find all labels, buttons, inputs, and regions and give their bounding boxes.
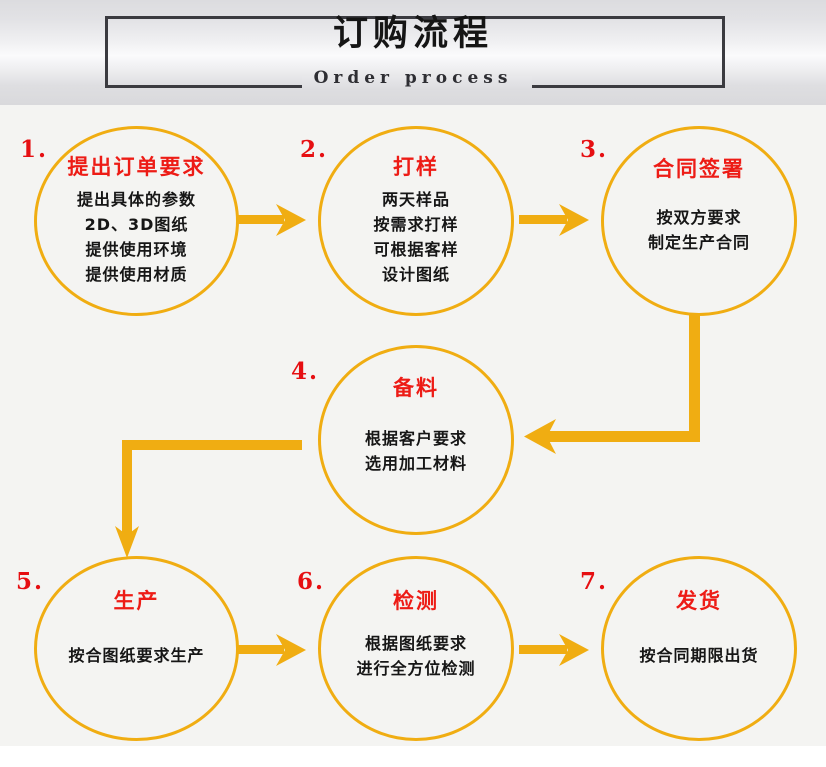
step-body-line: 按合图纸要求生产 <box>68 646 205 665</box>
step-body-line: 提出具体的参数 <box>76 190 196 209</box>
step-body-line: 制定生产合同 <box>647 233 750 252</box>
step-body-line: 选用加工材料 <box>364 454 467 473</box>
step-body-line: 2D、3D图纸 <box>84 215 189 234</box>
arrow-step6-to-step7 <box>519 634 589 666</box>
step-body-6: 根据图纸要求 进行全方位检测 <box>356 631 475 681</box>
step-body-line: 按双方要求 <box>656 208 742 227</box>
step-node-4[interactable]: 备料 根据客户要求 选用加工材料 <box>318 345 514 535</box>
page-subtitle: Order process <box>313 68 513 88</box>
step-body-line: 进行全方位检测 <box>356 659 476 678</box>
step-node-1[interactable]: 提出订单要求 提出具体的参数 2D、3D图纸 提供使用环境 提供使用材质 <box>34 126 239 316</box>
step-title-2: 打样 <box>393 155 439 179</box>
step-body-line: 提供使用环境 <box>85 240 188 259</box>
step-title-6: 检测 <box>393 589 439 613</box>
step-body-2: 两天样品 按需求打样 可根据客样 设计图纸 <box>373 187 458 287</box>
step-body-4: 根据客户要求 选用加工材料 <box>365 426 467 476</box>
arrow-step4-to-step5 <box>115 440 302 558</box>
step-node-3[interactable]: 合同签署 按双方要求 制定生产合同 <box>601 126 797 316</box>
step-body-line: 提供使用材质 <box>85 265 188 284</box>
step-number-2: 2. <box>300 136 329 163</box>
step-body-3: 按双方要求 制定生产合同 <box>648 205 750 255</box>
step-body-line: 两天样品 <box>381 190 450 209</box>
arrow-step1-to-step2 <box>236 204 306 236</box>
step-title-5: 生产 <box>113 589 160 613</box>
step-number-7: 7. <box>580 568 609 595</box>
step-title-1: 提出订单要求 <box>67 155 206 179</box>
step-number-4: 4. <box>291 358 320 385</box>
step-title-7: 发货 <box>676 589 722 613</box>
arrow-step5-to-step6 <box>236 634 306 666</box>
step-number-1: 1. <box>20 136 49 163</box>
step-number-5: 5. <box>16 568 45 595</box>
step-body-line: 可根据客样 <box>373 240 459 259</box>
header-frame-gap <box>302 76 532 90</box>
page-title: 订购流程 <box>332 14 493 54</box>
step-node-6[interactable]: 检测 根据图纸要求 进行全方位检测 <box>318 556 514 741</box>
step-node-7[interactable]: 发货 按合同期限出货 <box>601 556 797 741</box>
step-number-6: 6. <box>297 568 326 595</box>
step-body-5: 按合图纸要求生产 <box>68 643 204 668</box>
header-band: 订购流程 Order process <box>0 0 826 105</box>
step-body-line: 按合同期限出货 <box>639 646 759 665</box>
step-title-3: 合同签署 <box>653 157 745 181</box>
step-body-line: 按需求打样 <box>373 215 459 234</box>
step-body-7: 按合同期限出货 <box>639 643 758 668</box>
step-body-1: 提出具体的参数 2D、3D图纸 提供使用环境 提供使用材质 <box>77 187 196 287</box>
arrow-step2-to-step3 <box>519 204 589 236</box>
step-body-line: 设计图纸 <box>381 265 450 284</box>
step-node-2[interactable]: 打样 两天样品 按需求打样 可根据客样 设计图纸 <box>318 126 514 316</box>
step-number-3: 3. <box>580 136 609 163</box>
step-node-5[interactable]: 生产 按合图纸要求生产 <box>34 556 239 741</box>
arrow-step3-to-step4 <box>524 315 700 454</box>
step-title-4: 备料 <box>393 376 439 400</box>
step-body-line: 根据图纸要求 <box>364 634 467 653</box>
step-body-line: 根据客户要求 <box>364 429 467 448</box>
